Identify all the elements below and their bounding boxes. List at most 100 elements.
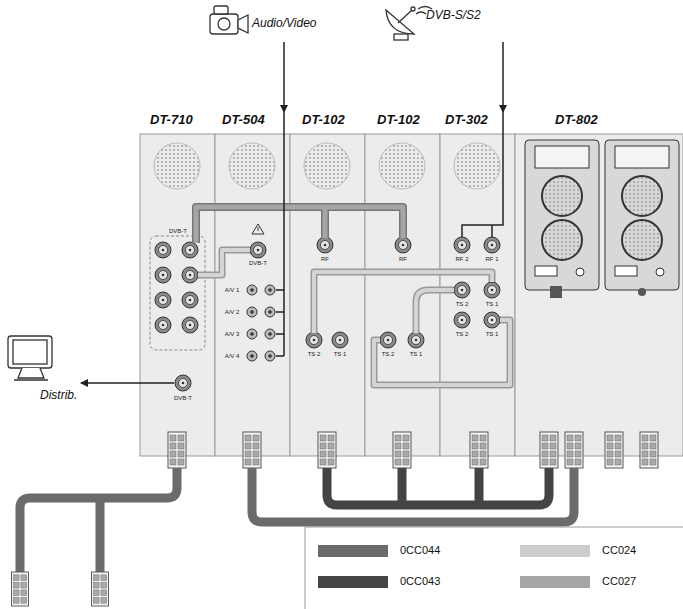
drawing-part (638, 288, 646, 296)
drawing-part (640, 432, 658, 468)
drawing-part (265, 329, 275, 339)
drawing-part (92, 572, 109, 606)
drawing-part (218, 18, 230, 30)
terminal-blocks-loose (12, 572, 109, 606)
port-label: TS 1 (486, 301, 499, 307)
drawing-part (247, 329, 257, 339)
drawing-part (462, 112, 503, 237)
legend-text: CC027 (602, 575, 636, 587)
module-name: DT-504 (222, 112, 265, 127)
drawing-part (265, 285, 275, 295)
source-label: Distrib. (40, 388, 77, 402)
cable-cc027 (196, 207, 403, 243)
camera-icon (210, 6, 248, 34)
drawing-part (182, 267, 198, 283)
drawing-part (306, 332, 322, 348)
port-label: TS 1 (486, 331, 499, 337)
bnc-connectors (155, 237, 500, 391)
drawing-part (615, 266, 637, 276)
source-label: Audio/Video (252, 16, 317, 30)
drawing-part (484, 282, 500, 298)
port-label: RF 1 (485, 256, 498, 262)
drawing-part (454, 143, 500, 189)
drawing-part (247, 307, 257, 317)
drawing-part (8, 336, 52, 368)
drawing-part (379, 143, 425, 189)
drawing-part (243, 432, 261, 468)
tv-icon (8, 336, 52, 380)
port-label: DVB-T (249, 260, 267, 266)
drawing-part (525, 140, 599, 290)
drawing-part (318, 432, 336, 468)
port-label: TS 2 (456, 331, 469, 337)
drawing-part (515, 134, 683, 456)
drawing-part (215, 134, 290, 456)
drawing-part (365, 134, 440, 456)
signal-connector (283, 42, 285, 112)
rack-panels (140, 134, 683, 456)
drawing-part (395, 237, 411, 253)
module-panel: DT-504 (215, 112, 290, 456)
port-label: DVB-T (174, 395, 192, 401)
drawing-part (484, 312, 500, 328)
drawing-part (182, 242, 198, 258)
drawing-part (155, 317, 171, 333)
drawing-part (265, 351, 275, 361)
drawing-part (14, 379, 48, 380)
drawing-part (484, 237, 500, 253)
drawing-part (182, 292, 198, 308)
warning-symbol (252, 224, 264, 234)
drawing-part (605, 140, 679, 290)
drawing-part (258, 227, 259, 231)
drawing-part (304, 143, 350, 189)
drawing-part (155, 292, 171, 308)
port-label: TS 1 (334, 351, 347, 357)
drawing-part (454, 237, 470, 253)
port-label: TS 2 (308, 351, 321, 357)
module-panel: DT-802 (515, 112, 683, 456)
drawing-part (252, 224, 264, 234)
drawing-part (408, 332, 424, 348)
legend-swatch (318, 576, 388, 588)
drawing-part (394, 34, 408, 40)
signal-connector (502, 42, 504, 112)
port-label: TS 1 (410, 351, 423, 357)
module-name: DT-102 (302, 112, 345, 127)
signal-wires (140, 112, 503, 383)
drawing-part (250, 242, 266, 258)
drawing-part (542, 220, 582, 260)
display-sink: Distrib. (4, 330, 81, 408)
module-panel: DT-710 (140, 112, 215, 456)
drawing-part (198, 250, 510, 385)
drawing-part (214, 6, 228, 14)
drawing-part (265, 307, 275, 317)
drawing-part (140, 382, 174, 384)
drawing-part (622, 176, 662, 216)
port-label: DVB-T (169, 228, 187, 234)
port-label: A/V 4 (225, 353, 240, 359)
drawing-part (470, 432, 488, 468)
rca-connectors (247, 285, 275, 361)
legend-text: 0CC043 (400, 575, 440, 587)
drawing-part (155, 267, 171, 283)
drawing-part (622, 220, 662, 260)
drawing-part (196, 207, 403, 243)
port-label: A/V 3 (225, 331, 240, 337)
satellite-icon (386, 7, 432, 41)
camera-source: Audio/Video (200, 2, 320, 42)
drawing-part (198, 250, 510, 385)
legend-text: CC024 (602, 544, 636, 556)
drawing-part (18, 368, 44, 378)
drawing-part (393, 432, 411, 468)
module-name: DT-302 (445, 112, 488, 127)
jack-frame (150, 236, 205, 350)
port-label: RF (399, 256, 407, 262)
drawing-part (247, 285, 257, 295)
drawing-part (168, 432, 186, 468)
drawing-part (454, 312, 470, 328)
drawing-part (13, 340, 47, 364)
drawing-part (542, 176, 662, 260)
drawing-part (454, 282, 470, 298)
drawing-part (332, 332, 348, 348)
